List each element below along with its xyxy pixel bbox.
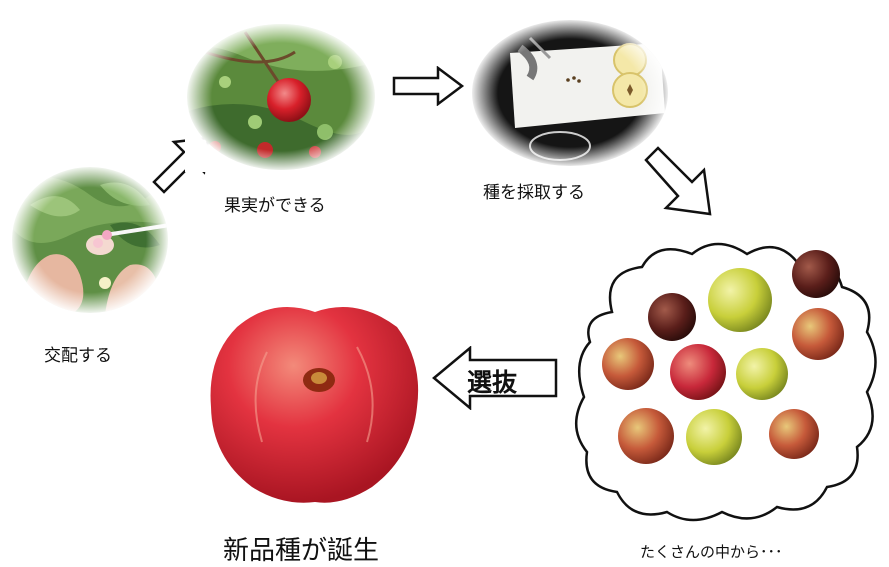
- label-new-variety: 新品種が誕生: [223, 536, 380, 566]
- pollination-photo: [10, 165, 170, 315]
- label-seed: 種を採取する: [483, 183, 585, 203]
- arrow-down-right-icon: [640, 142, 722, 224]
- select-arrow-icon: [432, 346, 560, 410]
- new-variety-apple: [207, 292, 423, 506]
- many-apples-cloud: [572, 232, 884, 530]
- seed-collection-photo: [470, 18, 670, 168]
- label-select: 選抜: [467, 368, 518, 397]
- label-fruit: 果実ができる: [224, 196, 326, 216]
- label-cross: 交配する: [44, 346, 112, 366]
- label-many: たくさんの中から･･･: [640, 543, 783, 561]
- fruit-on-tree-photo: [185, 22, 377, 172]
- arrow-right-icon: [392, 66, 466, 106]
